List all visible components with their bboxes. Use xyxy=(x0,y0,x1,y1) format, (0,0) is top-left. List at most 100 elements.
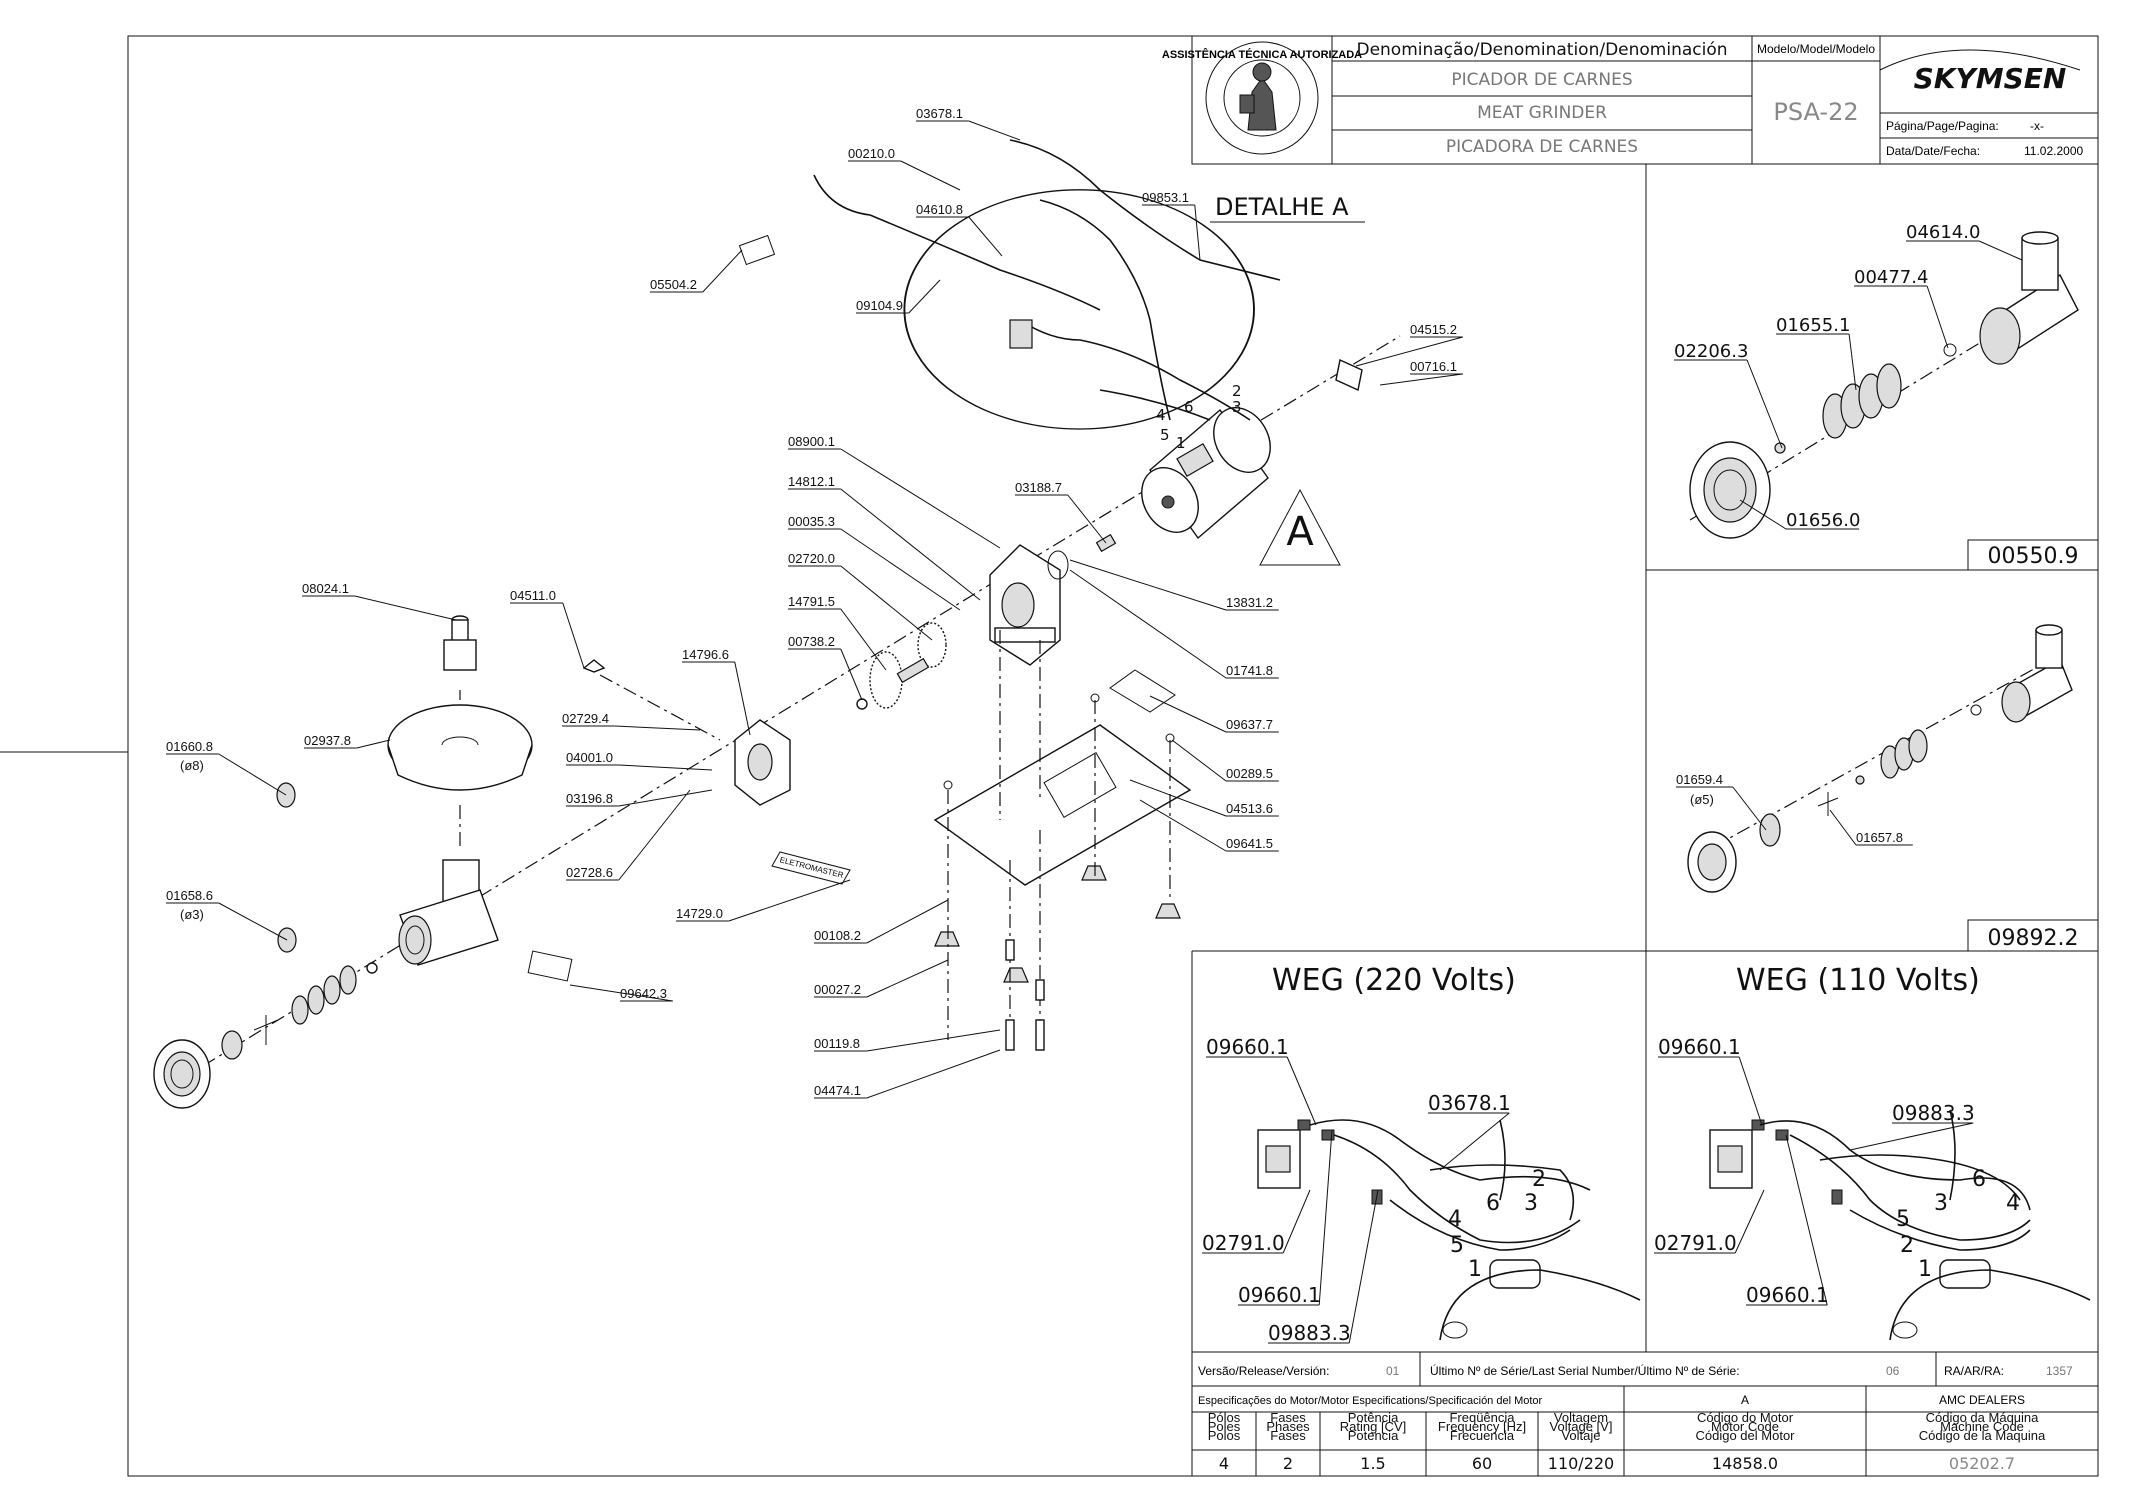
part-number-label: (ø8) xyxy=(180,758,204,773)
date-value: 11.02.2000 xyxy=(2024,144,2083,158)
sticker xyxy=(527,950,573,982)
part-number-label: 01741.8 xyxy=(1226,663,1273,678)
part-number-label: 09637.7 xyxy=(1226,717,1273,732)
name-en: MEAT GRINDER xyxy=(1477,103,1607,123)
wire-number: 4 xyxy=(1156,406,1166,424)
wire-number: 2 xyxy=(1900,1233,1914,1258)
power-cord xyxy=(813,174,1101,311)
wire-number: 3 xyxy=(1934,1191,1948,1216)
footer-column-header: Fases xyxy=(1270,1410,1306,1425)
weg-110-panel: WEG (110 Volts) 6 3 4 5 2 1 xyxy=(1709,963,2091,1341)
part-number-label: 01659.4 xyxy=(1676,772,1723,787)
part-number-label: 09641.5 xyxy=(1226,836,1273,851)
part-number-label: 14812.1 xyxy=(788,474,835,489)
footer-column-header: Poles xyxy=(1208,1419,1241,1434)
base-plate xyxy=(933,669,1192,886)
footer-column-header: Frequency [Hz] xyxy=(1438,1419,1526,1434)
part-number-label: 09660.1 xyxy=(1206,1035,1289,1059)
footer-value: 60 xyxy=(1472,1454,1492,1473)
capacitor-box xyxy=(1335,358,1363,392)
part-number-label: 03678.1 xyxy=(1428,1091,1511,1115)
kit-1 xyxy=(1689,231,2079,539)
wire-number: 3 xyxy=(1524,1191,1538,1216)
part-number-label: 09104.9 xyxy=(856,298,903,313)
gears xyxy=(856,622,947,710)
footer-column-header: Voltage [V] xyxy=(1550,1419,1613,1434)
gearbox xyxy=(989,544,1061,666)
weg-220-title: WEG (220 Volts) xyxy=(1272,963,1516,998)
part-number-label: 00210.0 xyxy=(848,146,895,161)
plate xyxy=(221,1030,243,1060)
serial-label: Último Nº de Série/Last Serial Number/Úl… xyxy=(1430,1363,1740,1378)
kit-2 xyxy=(1687,624,2073,893)
motor-spec-label: Especificações do Motor/Motor Especifica… xyxy=(1198,1395,1543,1407)
seal-ring xyxy=(1047,550,1069,580)
part-number-label: 02728.6 xyxy=(566,865,613,880)
part-number-label: 09660.1 xyxy=(1658,1035,1741,1059)
main-part-labels: 03678.100210.004610.809853.105504.209104… xyxy=(166,106,1463,1099)
part-number-label: 13831.2 xyxy=(1226,595,1273,610)
name-pt: PICADOR DE CARNES xyxy=(1451,70,1632,90)
footer-column-header: Polos xyxy=(1208,1428,1241,1443)
wire-number: 3 xyxy=(1232,398,1242,416)
footer-column-header: Código do Motor xyxy=(1697,1410,1794,1425)
ring-nut xyxy=(153,1039,211,1109)
footer-value: 1.5 xyxy=(1360,1454,1385,1473)
footer-column-header: Freqüência xyxy=(1449,1410,1515,1425)
footer-column-header: Motor Code xyxy=(1711,1419,1779,1434)
part-number-label: 04511.0 xyxy=(510,588,556,603)
detail-label: DETALHE A xyxy=(1215,193,1349,221)
part-number-label: 00108.2 xyxy=(814,928,861,943)
ra-label: RA/AR/RA: xyxy=(1944,1364,2004,1378)
dealer: AMC DEALERS xyxy=(1939,1393,2025,1407)
footer-column-header: Phases xyxy=(1266,1419,1310,1434)
part-number-label: 01657.8 xyxy=(1856,830,1903,845)
footer-value: 110/220 xyxy=(1548,1454,1614,1473)
wire-number: 6 xyxy=(1184,398,1194,416)
part-number-label: 09660.1 xyxy=(1238,1283,1321,1307)
part-number-label: 14791.5 xyxy=(788,594,835,609)
release-label: Versão/Release/Versión: xyxy=(1198,1364,1329,1378)
wire-number: 4 xyxy=(1448,1207,1462,1232)
part-number-label: 09883.3 xyxy=(1268,1321,1351,1345)
title-block: ASSISTÊNCIA TÉCNICA AUTORIZADA Denominaç… xyxy=(1162,35,2099,165)
footer-column-header: Machine Code xyxy=(1940,1419,2024,1434)
wire-number: 2 xyxy=(1232,382,1242,400)
wire-number: 1 xyxy=(1468,1257,1482,1282)
kit-2-code: 09892.2 xyxy=(1988,926,2079,951)
part-number-label: 09883.3 xyxy=(1892,1101,1975,1125)
wire-number: 5 xyxy=(1160,426,1170,444)
part-number-label: 09660.1 xyxy=(1746,1283,1829,1307)
footer-column-header: Voltagem xyxy=(1554,1410,1608,1425)
footer-value: 4 xyxy=(1219,1454,1229,1473)
release-value: 01 xyxy=(1386,1364,1400,1378)
part-number-label: 00289.5 xyxy=(1226,766,1273,781)
part-number-label: 09642.3 xyxy=(620,986,667,1001)
wing-nut xyxy=(582,659,606,673)
wire-number: 2 xyxy=(1532,1167,1546,1192)
part-number-label: 00027.2 xyxy=(814,982,861,997)
knife xyxy=(253,1015,279,1045)
part-number-label: 01658.6 xyxy=(166,888,213,903)
mincer-body xyxy=(398,859,499,966)
tray xyxy=(387,704,533,791)
part-number-label: 00716.1 xyxy=(1410,359,1457,374)
footer-column-header: Código da Máquina xyxy=(1926,1410,2040,1425)
wire-number: 1 xyxy=(1918,1257,1932,1282)
brand-logo: SKYMSEN xyxy=(1914,62,2067,95)
brand-plate: ELETROMASTER xyxy=(771,851,851,885)
page-value: -x- xyxy=(2030,119,2044,133)
right-panels xyxy=(1191,164,2099,1352)
part-number-label: 03188.7 xyxy=(1015,480,1062,495)
detail-marker-letter: A xyxy=(1286,509,1314,555)
part-number-label: 01655.1 xyxy=(1776,315,1850,336)
part-number-label: 04515.2 xyxy=(1410,322,1457,337)
page-label: Página/Page/Pagina: xyxy=(1886,119,1999,133)
serial-value: 06 xyxy=(1886,1364,1900,1378)
footer-column-header: Voltaje xyxy=(1561,1428,1600,1443)
part-number-label: 04513.6 xyxy=(1226,801,1273,816)
part-number-label: 02729.4 xyxy=(562,711,609,726)
footer-column-header: Fases xyxy=(1270,1428,1306,1443)
